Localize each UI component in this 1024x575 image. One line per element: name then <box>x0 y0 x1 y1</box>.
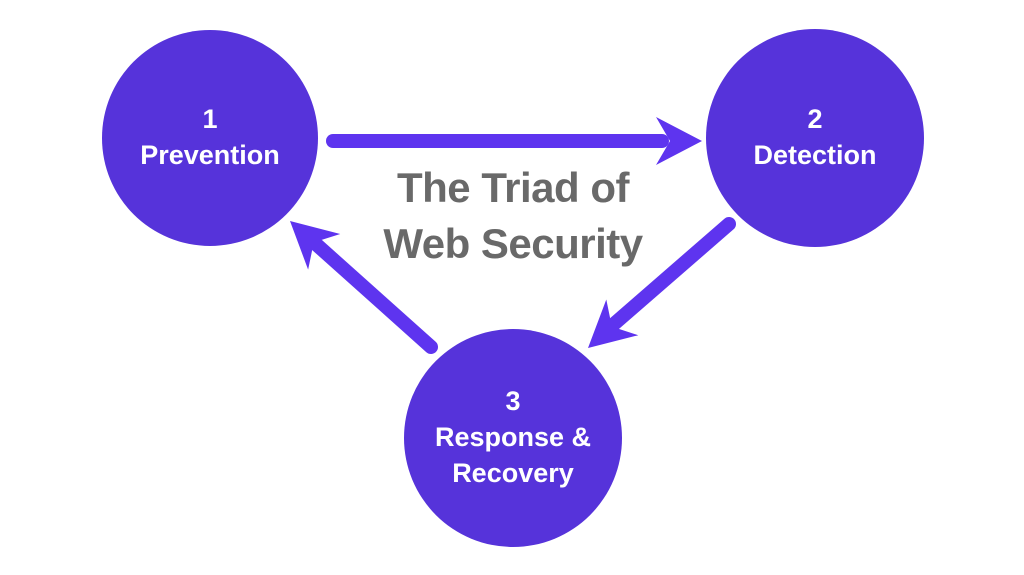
title-line-2: Web Security <box>383 220 643 268</box>
node-number: 3 <box>505 386 521 417</box>
arrow-prevention-to-detection <box>326 117 702 165</box>
diagram-title: The Triad of Web Security <box>313 160 713 273</box>
node-text-wrapper: 1 Prevention <box>140 102 280 174</box>
node-label: Detection <box>753 140 877 170</box>
node-detection: 2 Detection <box>706 29 924 247</box>
node-prevention: 1 Prevention <box>102 30 318 246</box>
node-text-wrapper: 3 Response & Recovery <box>435 384 591 492</box>
node-number: 1 <box>202 104 218 135</box>
node-text-wrapper: 2 Detection <box>753 102 876 174</box>
node-response-recovery: 3 Response & Recovery <box>404 329 622 547</box>
node-label: Response & Recovery <box>434 422 592 488</box>
arrow-head-icon <box>656 117 702 165</box>
title-line-1: The Triad of <box>396 164 630 211</box>
node-label: Prevention <box>140 140 280 170</box>
node-number: 2 <box>807 104 823 135</box>
